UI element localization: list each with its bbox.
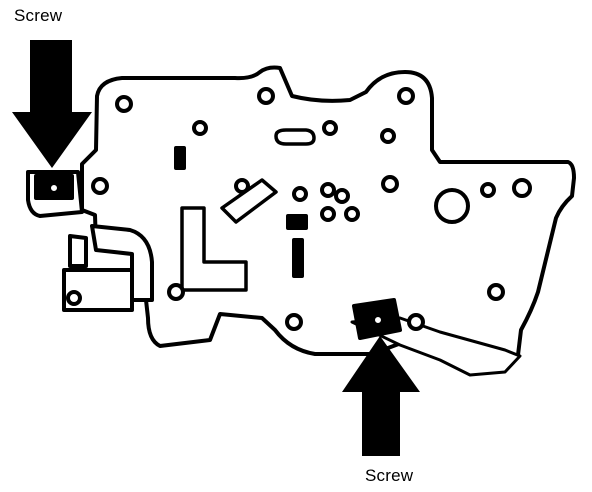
left-fitting: [68, 234, 88, 268]
bolt-hole: [257, 87, 275, 105]
bolt-hole: [397, 87, 415, 105]
slot-dark: [286, 214, 308, 230]
slot-vertical: [292, 238, 304, 278]
bolt-hole: [407, 313, 425, 331]
bolt-hole: [66, 290, 82, 306]
screw-hole-left: [47, 181, 61, 195]
bolt-hole: [91, 177, 109, 195]
bolt-hole: [192, 120, 208, 136]
bolt-hole: [381, 175, 399, 193]
bolt-hole: [480, 182, 496, 198]
bolt-hole: [234, 178, 250, 194]
bolt-hole: [167, 283, 185, 301]
left-shaft-collar: [90, 224, 154, 302]
bolt-hole: [512, 178, 532, 198]
screw-label-bottom: Screw: [365, 466, 414, 485]
bolt-hole: [322, 120, 338, 136]
bolt-hole-large: [434, 188, 470, 224]
slot-top: [274, 128, 316, 146]
bolt-hole: [320, 206, 336, 222]
screw-label-top: Screw: [14, 6, 63, 25]
screw-hole-bottom: [371, 313, 385, 327]
bolt-hole: [285, 313, 303, 331]
bolt-hole: [380, 128, 396, 144]
bolt-hole: [344, 206, 360, 222]
bolt-hole: [115, 95, 133, 113]
bolt-hole: [334, 188, 350, 204]
bolt-hole: [292, 186, 308, 202]
arrow-up-icon: [342, 336, 420, 456]
arrow-down-icon: [12, 40, 92, 168]
slot-small: [174, 146, 186, 170]
bolt-hole: [487, 283, 505, 301]
bolt-hole: [320, 182, 336, 198]
